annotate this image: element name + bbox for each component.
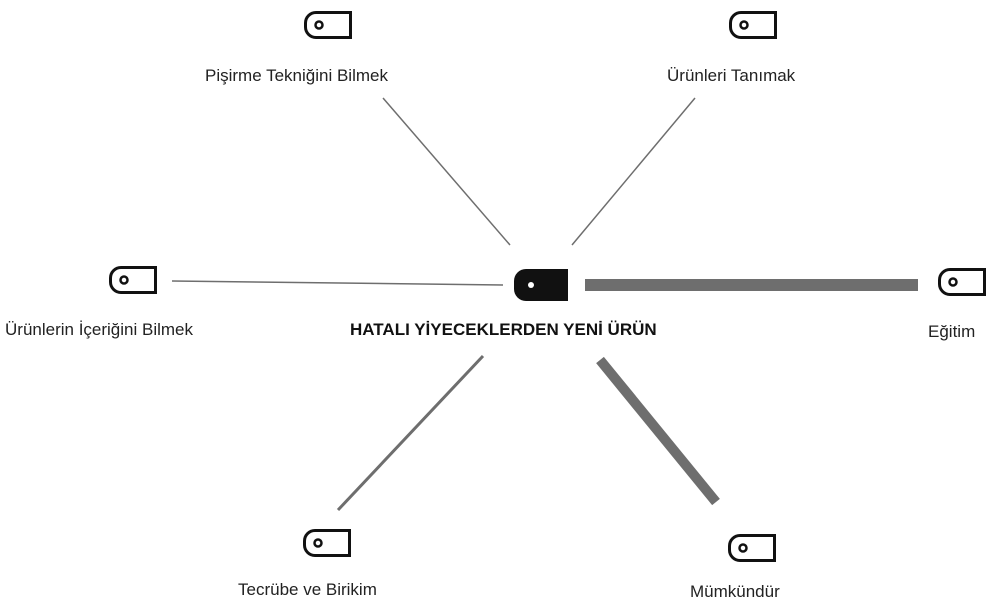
connector-pisirme <box>382 97 511 246</box>
tag-icon <box>727 533 777 563</box>
tag-filled-icon <box>512 267 570 303</box>
connector-icerik <box>171 280 504 286</box>
node-label-urunleri-tanimak: Ürünleri Tanımak <box>667 66 796 85</box>
tag-icon <box>303 10 353 40</box>
node-label-icerik: Ürünlerin İçeriğini Bilmek <box>5 320 194 339</box>
center-title: HATALI YİYECEKLERDEN YENİ ÜRÜN <box>350 320 657 339</box>
node-label-pisirme: Pişirme Tekniğini Bilmek <box>205 66 388 85</box>
connector-mumkundur <box>596 356 720 506</box>
connector-tecrube <box>336 354 485 512</box>
node-label-tecrube: Tecrübe ve Birikim <box>238 580 377 599</box>
tag-icon <box>108 265 158 295</box>
tag-icon <box>937 267 987 297</box>
tag-icon <box>728 10 778 40</box>
tag-icon <box>302 528 352 558</box>
connector-urunleri-tanimak <box>571 97 696 246</box>
node-label-mumkundur: Mümkündür <box>690 582 780 601</box>
node-label-egitim: Eğitim <box>928 322 976 341</box>
